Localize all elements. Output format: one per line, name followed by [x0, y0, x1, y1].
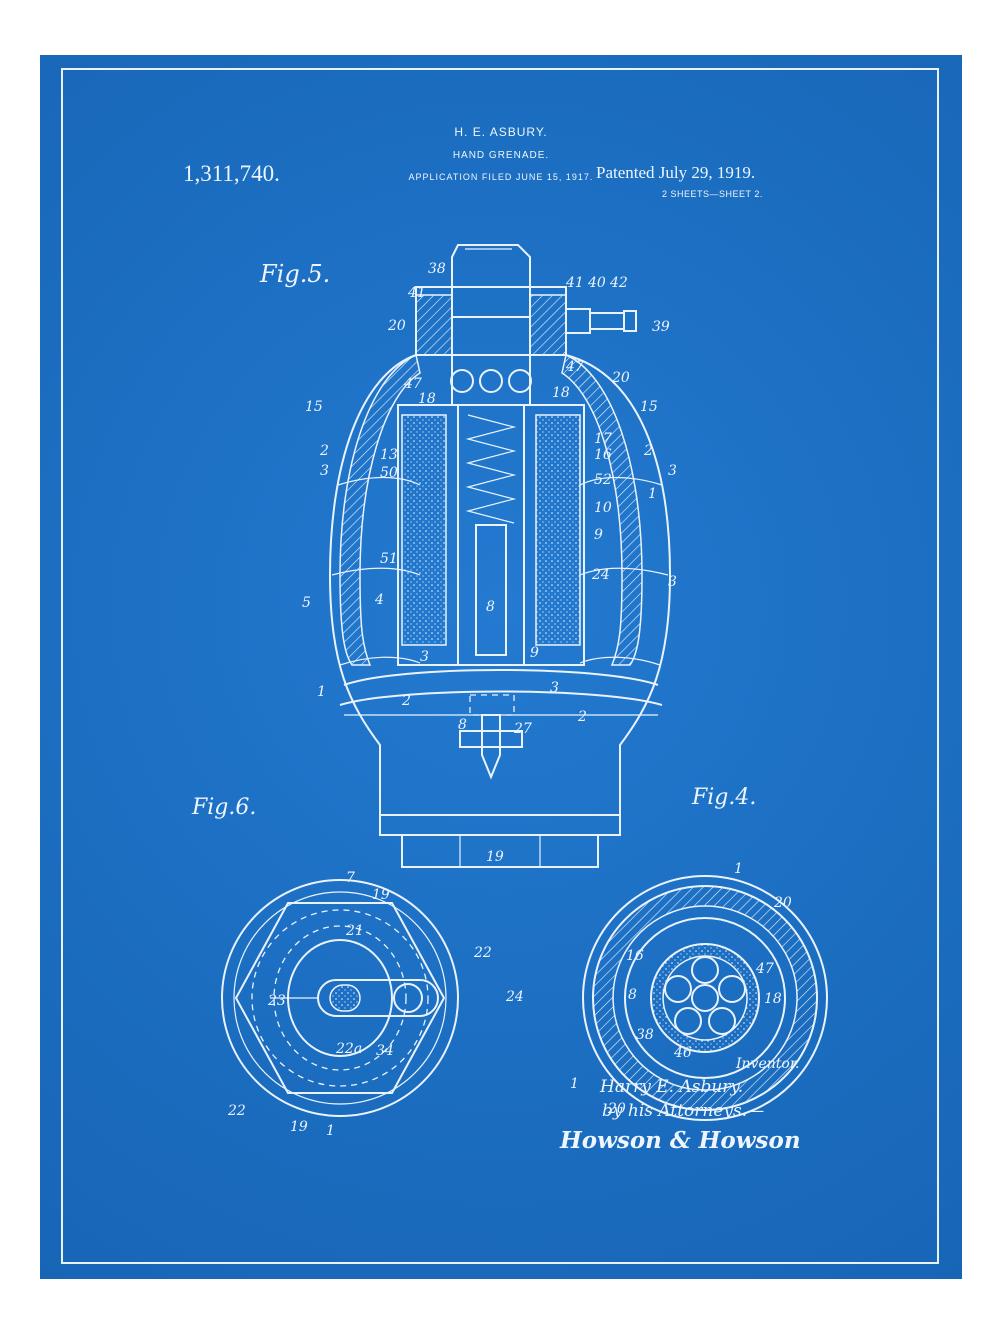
svg-text:2: 2	[319, 443, 329, 459]
svg-text:17: 17	[594, 431, 612, 447]
patent-drawings: 38 41 20 41 40 42 39 20 47 47 18 18 15 1…	[221, 244, 828, 1139]
fig6-label: Fig.6.	[192, 795, 257, 820]
svg-text:22: 22	[473, 945, 492, 961]
svg-text:47: 47	[403, 376, 422, 392]
svg-text:3: 3	[668, 574, 677, 590]
blueprint-sheet: H. E. ASBURY. HAND GRENADE. APPLICATION …	[40, 55, 962, 1279]
svg-text:47: 47	[565, 359, 584, 375]
svg-text:20: 20	[611, 370, 630, 386]
svg-text:7: 7	[346, 870, 355, 886]
fig5-reference-numerals: 38 41 20 41 40 42 39 20 47 47 18 18 15 1…	[302, 261, 677, 865]
svg-text:9: 9	[530, 645, 539, 661]
svg-text:42: 42	[609, 275, 628, 291]
svg-text:1: 1	[570, 1076, 579, 1092]
svg-text:13: 13	[380, 447, 398, 463]
filing-date: APPLICATION FILED JUNE 15, 1917.	[408, 172, 594, 182]
svg-text:4: 4	[374, 592, 384, 608]
svg-text:38: 38	[636, 1027, 654, 1043]
fig5-label: Fig.5.	[260, 260, 331, 288]
svg-text:40: 40	[587, 275, 606, 291]
svg-text:41: 41	[407, 285, 426, 301]
fig4-label: Fig.4.	[692, 785, 757, 810]
svg-text:24: 24	[505, 989, 524, 1005]
svg-text:18: 18	[418, 391, 436, 407]
svg-text:1: 1	[734, 861, 743, 877]
svg-text:38: 38	[428, 261, 446, 277]
svg-text:3: 3	[550, 680, 559, 696]
sheet-count: 2 SHEETS—SHEET 2.	[662, 189, 763, 199]
svg-text:2: 2	[643, 443, 653, 459]
svg-text:8: 8	[628, 987, 637, 1003]
svg-text:3: 3	[320, 463, 329, 479]
svg-text:23: 23	[267, 993, 286, 1009]
svg-text:22: 22	[227, 1103, 246, 1119]
svg-text:21: 21	[345, 923, 364, 939]
svg-text:47: 47	[755, 961, 774, 977]
svg-text:52: 52	[594, 472, 612, 488]
svg-text:18: 18	[552, 385, 570, 401]
svg-text:2: 2	[401, 693, 411, 709]
svg-text:10: 10	[594, 500, 612, 516]
svg-text:27: 27	[513, 721, 532, 737]
svg-text:3: 3	[420, 649, 429, 665]
svg-text:39: 39	[652, 319, 670, 335]
svg-text:8: 8	[458, 717, 467, 733]
svg-text:22a: 22a	[335, 1041, 362, 1057]
svg-text:1: 1	[317, 684, 326, 700]
inventor-name: H. E. ASBURY.	[454, 125, 548, 139]
svg-text:2: 2	[577, 709, 587, 725]
svg-text:41: 41	[565, 275, 584, 291]
svg-text:16: 16	[626, 948, 644, 964]
svg-text:19: 19	[290, 1119, 308, 1135]
fig4-reference-numerals: 1 20 16 47 8 18 38 46 1 20	[570, 861, 792, 1117]
svg-text:19: 19	[372, 887, 390, 903]
inner-border	[61, 68, 939, 1264]
fig6-reference-numerals: 7 19 21 22 23 24 22a 34 22 19 1	[227, 870, 524, 1139]
svg-text:8: 8	[486, 599, 495, 615]
fig6-top-view	[221, 879, 459, 1117]
svg-text:51: 51	[380, 551, 398, 567]
svg-text:50: 50	[380, 465, 398, 481]
svg-text:15: 15	[640, 399, 658, 415]
patent-number: 1,311,740.	[183, 161, 280, 186]
patented-date: Patented July 29, 1919.	[596, 163, 756, 182]
svg-text:24: 24	[591, 567, 610, 583]
patent-title: HAND GRENADE.	[452, 150, 550, 161]
attorneys-signature: Howson & Howson	[560, 1127, 801, 1154]
svg-text:9: 9	[594, 527, 603, 543]
fig4-section-view	[582, 875, 828, 1121]
svg-text:46: 46	[673, 1045, 692, 1061]
svg-text:20: 20	[607, 1101, 626, 1117]
svg-text:3: 3	[668, 463, 677, 479]
svg-text:34: 34	[376, 1043, 394, 1059]
svg-text:20: 20	[773, 895, 792, 911]
svg-text:5: 5	[302, 595, 311, 611]
fig5-grenade-cutaway	[328, 244, 672, 868]
svg-text:16: 16	[594, 447, 612, 463]
svg-text:20: 20	[387, 318, 406, 334]
svg-text:15: 15	[305, 399, 323, 415]
svg-text:18: 18	[764, 991, 782, 1007]
svg-text:19: 19	[486, 849, 504, 865]
svg-text:1: 1	[326, 1123, 335, 1139]
svg-text:1: 1	[648, 486, 657, 502]
